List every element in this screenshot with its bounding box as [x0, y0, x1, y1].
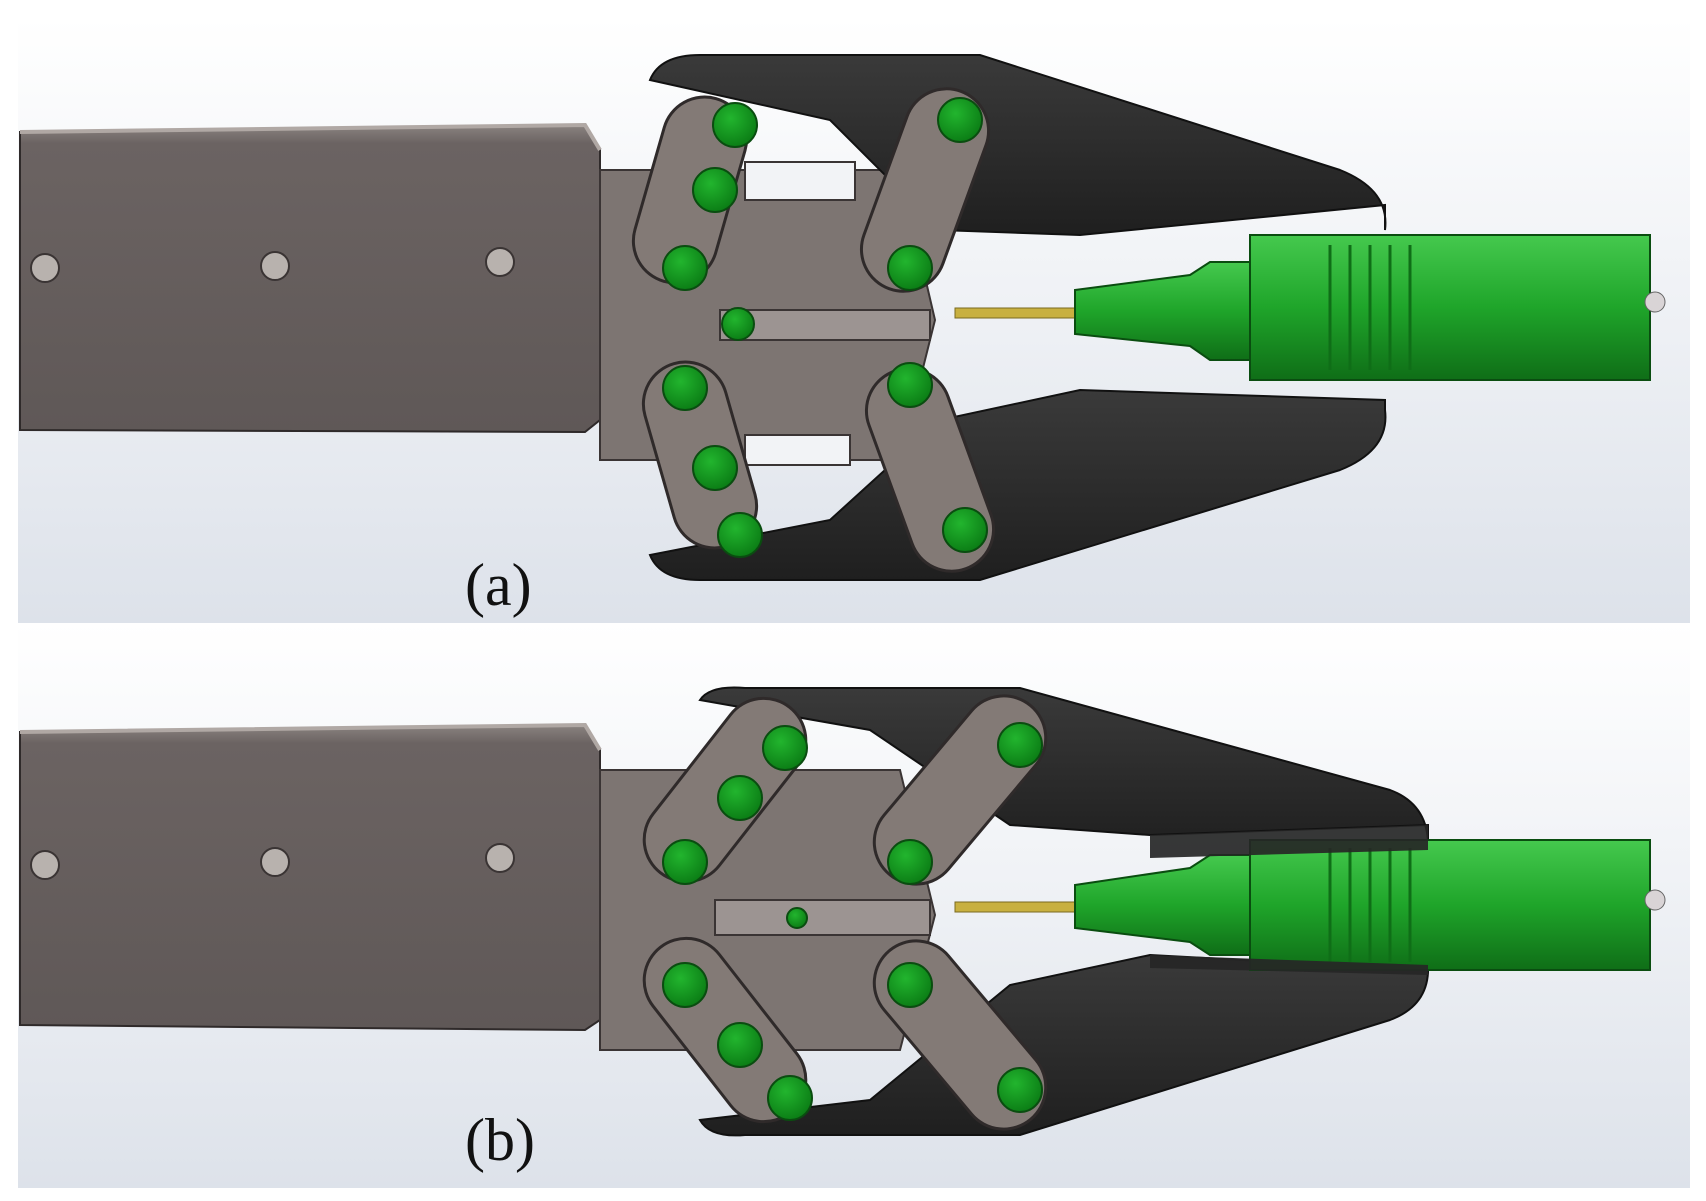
pivot-pin-icon — [786, 907, 808, 929]
pivot-pin-icon — [662, 962, 708, 1008]
pivot-pin-icon — [997, 722, 1043, 768]
connector-tip — [1644, 889, 1666, 911]
pivot-pin-icon — [717, 775, 763, 821]
pivot-pin-icon — [712, 102, 758, 148]
lower-jaw — [648, 388, 1387, 581]
arm-top-edge — [19, 122, 602, 152]
mounting-holes — [30, 247, 515, 283]
panel-b: (b) — [18, 623, 1690, 1188]
pivot-pins — [662, 722, 1043, 1121]
pivot-pin-icon — [721, 307, 755, 341]
slot-lower — [744, 434, 851, 466]
pivot-pin-icon — [942, 507, 988, 553]
grip-ridges — [1328, 848, 1412, 962]
pivot-pin-icon — [887, 962, 933, 1008]
pivot-pin-icon — [887, 245, 933, 291]
pivot-pins — [662, 97, 988, 558]
upper-jaw-tip — [1150, 825, 1428, 858]
actuator-rod — [714, 899, 931, 936]
ferrule — [954, 307, 1081, 319]
ferrule — [954, 901, 1081, 913]
slot-upper — [744, 161, 856, 201]
gripper-arm — [19, 723, 601, 1032]
mounting-hole-icon — [260, 847, 290, 877]
mounting-hole-icon — [485, 247, 515, 277]
lower-jaw-tip — [1150, 955, 1428, 975]
pivot-pin-icon — [717, 1022, 763, 1068]
pivot-pin-icon — [767, 1075, 813, 1121]
mounting-hole-icon — [30, 850, 60, 880]
pivot-pin-icon — [762, 725, 808, 771]
mounting-hole-icon — [485, 843, 515, 873]
fiber-connector — [954, 234, 1666, 381]
fiber-connector — [954, 839, 1666, 971]
pivot-pin-icon — [692, 167, 738, 213]
grip-ridges — [1328, 245, 1412, 370]
panel-a: (a) — [18, 18, 1690, 623]
pivot-pin-icon — [662, 245, 708, 291]
connector-body — [1249, 234, 1651, 381]
panel-a-label: (a) — [465, 552, 532, 618]
pivot-pin-icon — [692, 445, 738, 491]
panel-b-label: (b) — [465, 1107, 535, 1173]
pivot-pin-icon — [662, 365, 708, 411]
pivot-pin-icon — [937, 97, 983, 143]
pivot-pin-icon — [717, 512, 763, 558]
mounting-holes — [30, 843, 515, 880]
mounting-hole-icon — [260, 251, 290, 281]
gripper-arm — [19, 123, 601, 434]
pivot-pin-icon — [662, 839, 708, 885]
connector-body — [1249, 839, 1651, 971]
pivot-pin-icon — [887, 362, 933, 408]
pivot-pin-icon — [997, 1067, 1043, 1113]
upper-jaw — [648, 54, 1387, 237]
actuator-rod — [719, 309, 931, 341]
arm-top-edge — [19, 722, 602, 752]
connector-tip — [1644, 291, 1666, 313]
mounting-hole-icon — [30, 253, 60, 283]
pivot-pin-icon — [887, 839, 933, 885]
